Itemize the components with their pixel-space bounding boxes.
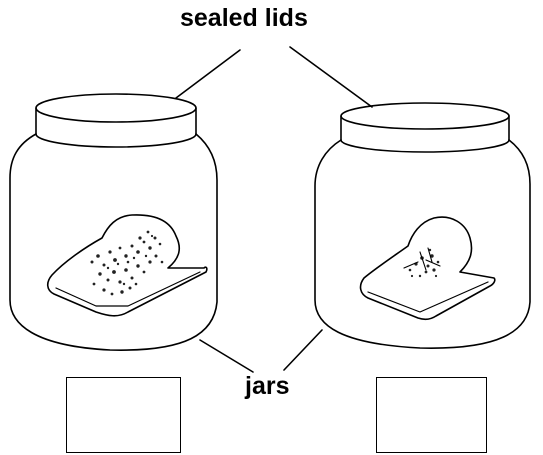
jar-left <box>10 94 217 350</box>
lid-right <box>341 103 509 152</box>
mould-streaks-right <box>404 248 440 270</box>
jar-right <box>315 103 530 348</box>
lid-leader-left <box>176 50 240 98</box>
bread-slice-right <box>361 217 495 319</box>
jar-body-right <box>315 140 530 348</box>
jar-body-left <box>10 134 217 350</box>
bread-slice-left <box>48 215 207 316</box>
answer-box-left[interactable] <box>66 377 181 453</box>
answer-box-right[interactable] <box>376 377 487 453</box>
lid-leader-right <box>290 47 372 107</box>
sealed-lids-label: sealed lids <box>180 4 308 33</box>
mould-patch-left <box>91 231 164 296</box>
jars-label: jars <box>245 372 289 401</box>
jar-leader-left <box>200 340 253 372</box>
jar-leader-right <box>284 330 322 370</box>
lid-left <box>36 94 196 147</box>
